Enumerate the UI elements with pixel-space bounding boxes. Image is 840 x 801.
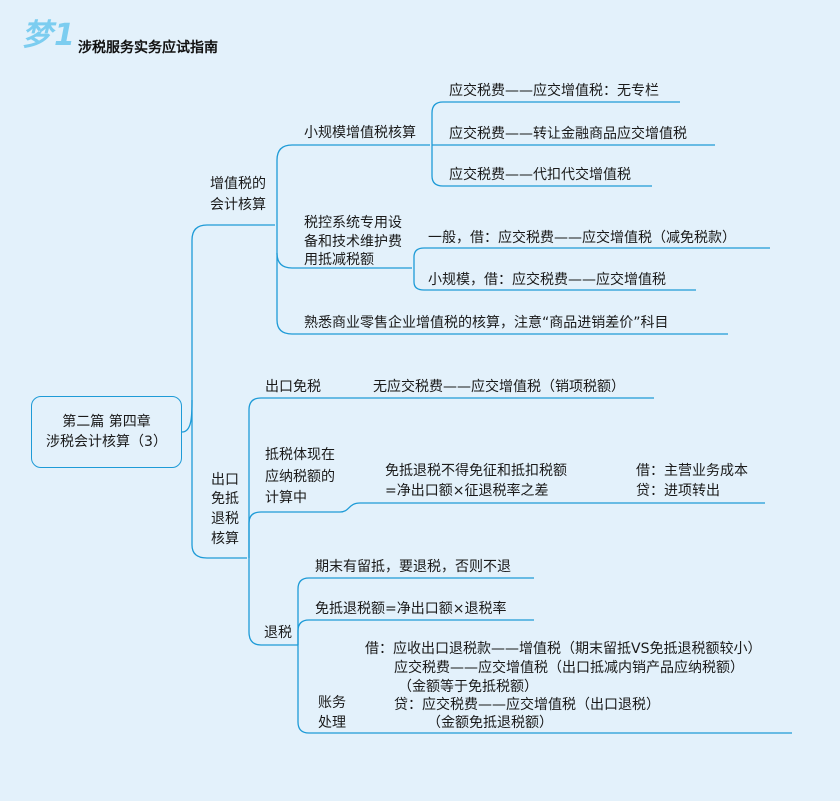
small-scale-label: 小规模增值税核算	[304, 125, 416, 141]
vat-branch-title-line2: 会计核算	[210, 197, 266, 213]
export-branch-title-line1: 出口	[211, 472, 239, 488]
root-title-line2: 涉税会计核算（3）	[46, 434, 167, 450]
accounting-entry-1: 借：应收出口退税款——增值税（期末留抵VS免抵退税额较小）	[365, 641, 762, 657]
export-branch-title-line2: 免抵	[211, 491, 239, 507]
connector-export-exempt	[248, 397, 654, 558]
export-exempt-item: 无应交税费——应交增值税（销项税额）	[373, 379, 625, 395]
export-exempt-label: 出口免税	[265, 379, 321, 395]
connector-tc-item1	[413, 247, 770, 268]
connector-ss-item1	[431, 101, 680, 145]
book-title: 涉税服务实务应试指南	[78, 40, 218, 56]
tax-control-label-line1: 税控系统专用设	[304, 215, 402, 231]
connector-vat-small-scale	[276, 144, 430, 225]
export-branch-title-line3: 退税	[211, 511, 239, 527]
connector-export-refund	[248, 558, 298, 646]
refund-item-2: 免抵退税额=净出口额×退税率	[315, 601, 507, 617]
offset-entry-line2: 贷：进项转出	[636, 483, 720, 499]
offset-entry-line1: 借：主营业务成本	[636, 463, 748, 479]
connector-refund-accounting	[297, 645, 792, 734]
small-scale-item-3: 应交税费——代扣代交增值税	[449, 167, 631, 183]
small-scale-item-2: 应交税费——转让金融商品应交增值税	[449, 126, 687, 142]
root-node: 第二篇 第四章 涉税会计核算（3）	[31, 396, 182, 468]
tax-control-label-line3: 用抵减税额	[304, 252, 374, 268]
accounting-entry-3: （金额等于免抵税额）	[398, 679, 538, 695]
brand-logo: 梦1	[22, 18, 77, 53]
offset-label-line2: 应纳税额的	[265, 469, 335, 485]
connector-root-vat	[181, 224, 275, 433]
offset-label-line3: 计算中	[265, 490, 307, 506]
refund-item-1: 期末有留抵，要退税，否则不退	[315, 559, 511, 575]
refund-label: 退税	[264, 625, 292, 641]
vat-branch-title-line1: 增值税的	[210, 176, 266, 192]
connector-tc-item2	[413, 268, 696, 291]
accounting-label-line2: 处理	[318, 715, 346, 731]
accounting-entry-5: （金额免抵退税额）	[427, 715, 553, 731]
export-branch-title-line4: 核算	[211, 531, 239, 547]
connector-refund-item2	[297, 619, 534, 645]
offset-detail-line1: 免抵退税不得免征和抵扣税额	[385, 463, 567, 479]
connector-export-offset	[248, 502, 765, 558]
small-scale-item-1: 应交税费——应交增值税：无专栏	[449, 83, 659, 99]
connector-vat-retail	[276, 253, 728, 335]
tax-control-label-line2: 备和技术维护费	[304, 234, 402, 250]
retail-note: 熟悉商业零售企业增值税的核算，注意“商品进销差价”科目	[304, 315, 669, 331]
accounting-entry-4: 贷：应交税费——应交增值税（出口退税）	[394, 697, 660, 713]
connector-root-export	[191, 400, 247, 559]
tax-control-item-1: 一般，借：应交税费——应交增值税（减免税款）	[428, 230, 736, 246]
offset-detail-line2: =净出口额×征退税率之差	[385, 483, 549, 499]
connector-ss-item3	[431, 145, 652, 187]
accounting-entry-2: 应交税费——应交增值税（出口抵减内销产品应纳税额）	[394, 660, 744, 676]
tax-control-item-2: 小规模，借：应交税费——应交增值税	[428, 272, 666, 288]
accounting-label-line1: 账务	[318, 695, 346, 711]
connector-refund-item1	[297, 577, 534, 645]
offset-label-line1: 抵税体现在	[265, 447, 335, 463]
root-title-line1: 第二篇 第四章	[62, 414, 151, 430]
